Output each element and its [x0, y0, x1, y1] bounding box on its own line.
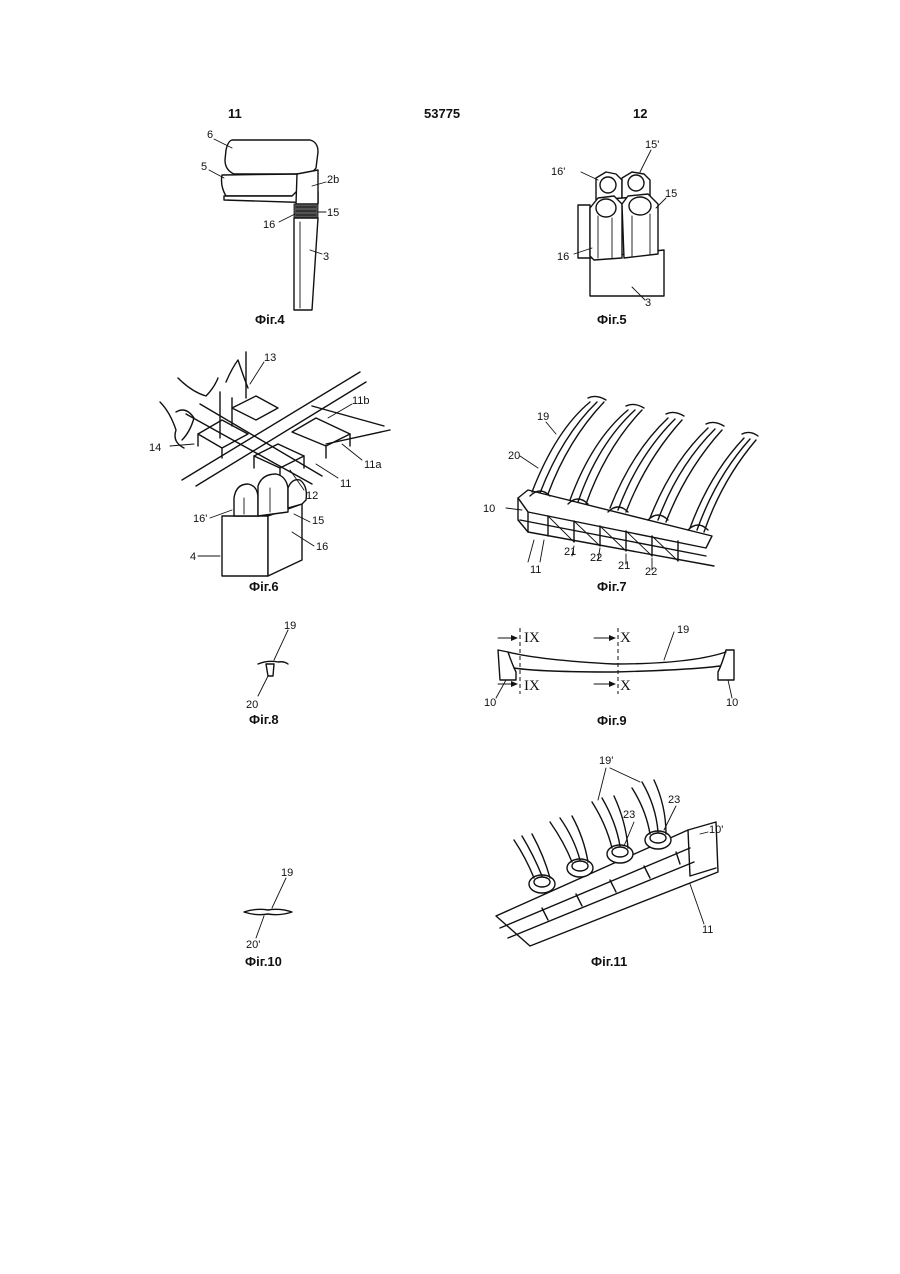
fig8-label-20: 20	[246, 699, 258, 711]
fig6-label-11b: 11b	[352, 395, 370, 407]
fig6-label-14: 14	[149, 442, 161, 454]
fig7-label-20: 20	[508, 450, 520, 462]
fig11-label-23-left: 23	[623, 809, 635, 821]
fig6-label-16prime: 16'	[193, 513, 207, 525]
fig10-drawing	[244, 878, 292, 938]
fig11-label-19prime: 19'	[599, 755, 613, 767]
figure-11: 19' 23 23 10' 11 Фіг.11	[496, 755, 723, 969]
fig11-drawing	[496, 768, 718, 946]
fig7-label-22: 22	[590, 552, 602, 564]
fig6-label-16: 16	[316, 541, 328, 553]
figure-9: IX X 19 IX X 10 10 Фіг.9	[484, 624, 738, 728]
figure-5: 15' 16' 15 16 3 Фіг.5	[551, 139, 677, 327]
fig9-label-X-bottom: X	[620, 678, 631, 694]
fig7-label-10: 10	[483, 503, 495, 515]
header-left-page-number: 11	[228, 106, 242, 121]
fig7-label-19: 19	[537, 411, 549, 423]
fig9-label-10-right: 10	[726, 697, 738, 709]
fig6-label-4: 4	[190, 551, 196, 563]
fig11-label-11: 11	[702, 924, 713, 936]
fig4-label-5: 5	[201, 161, 207, 173]
fig6-label-12: 12	[306, 490, 318, 502]
fig7-label-21: 21	[564, 546, 576, 558]
fig9-label-X-top: X	[620, 630, 631, 646]
fig6-drawing	[160, 352, 390, 576]
fig5-label-16prime: 16'	[551, 166, 565, 178]
header-patent-number: 53775	[424, 106, 460, 121]
figure-6: 13 11b 14 11a 11 12 16' 15 16 4 Фіг.6	[149, 352, 390, 594]
fig4-label-15: 15	[327, 207, 339, 219]
fig4-label-3: 3	[323, 251, 329, 263]
fig9-label-19: 19	[677, 624, 689, 636]
header-right-page-number: 12	[633, 106, 647, 121]
fig5-label-3: 3	[645, 297, 651, 309]
fig7-label-11: 11	[530, 564, 541, 576]
fig9-label-IX-top: IX	[524, 630, 540, 646]
fig5-caption: Фіг.5	[597, 312, 627, 327]
figure-4: 6 5 2b 15 16 3 Фіг.4	[201, 129, 339, 327]
fig6-label-11: 11	[340, 478, 351, 490]
fig5-label-16: 16	[557, 251, 569, 263]
fig7-caption: Фіг.7	[597, 579, 627, 594]
fig6-label-11a: 11a	[364, 459, 382, 471]
fig4-caption: Фіг.4	[255, 312, 285, 327]
fig8-caption: Фіг.8	[249, 712, 279, 727]
fig8-label-19: 19	[284, 620, 296, 632]
fig11-label-10prime: 10'	[709, 824, 723, 836]
figure-10: 19 20' Фіг.10	[244, 867, 293, 969]
fig9-label-IX-bottom: IX	[524, 678, 540, 694]
fig6-caption: Фіг.6	[249, 579, 279, 594]
fig11-caption: Фіг.11	[591, 954, 627, 969]
fig7-label-22b: 22	[645, 566, 657, 578]
fig5-drawing	[574, 150, 666, 300]
figure-8: 19 20 Фіг.8	[246, 620, 296, 727]
fig9-label-10-left: 10	[484, 697, 496, 709]
fig6-label-13: 13	[264, 352, 276, 364]
fig5-label-15: 15	[665, 188, 677, 200]
fig4-label-2b: 2b	[327, 174, 339, 186]
fig8-drawing	[258, 630, 288, 696]
fig5-label-15prime: 15'	[645, 139, 659, 151]
fig4-label-6: 6	[207, 129, 213, 141]
fig7-label-21b: 21	[618, 560, 630, 572]
fig10-label-19: 19	[281, 867, 293, 879]
fig11-label-23-right: 23	[668, 794, 680, 806]
fig10-label-20prime: 20'	[246, 939, 260, 951]
fig4-label-16: 16	[263, 219, 275, 231]
figure-7: 19 20 10 11 21 22 21 22 Фіг.7	[483, 396, 758, 594]
fig9-caption: Фіг.9	[597, 713, 627, 728]
fig6-label-15: 15	[312, 515, 324, 527]
fig10-caption: Фіг.10	[245, 954, 282, 969]
